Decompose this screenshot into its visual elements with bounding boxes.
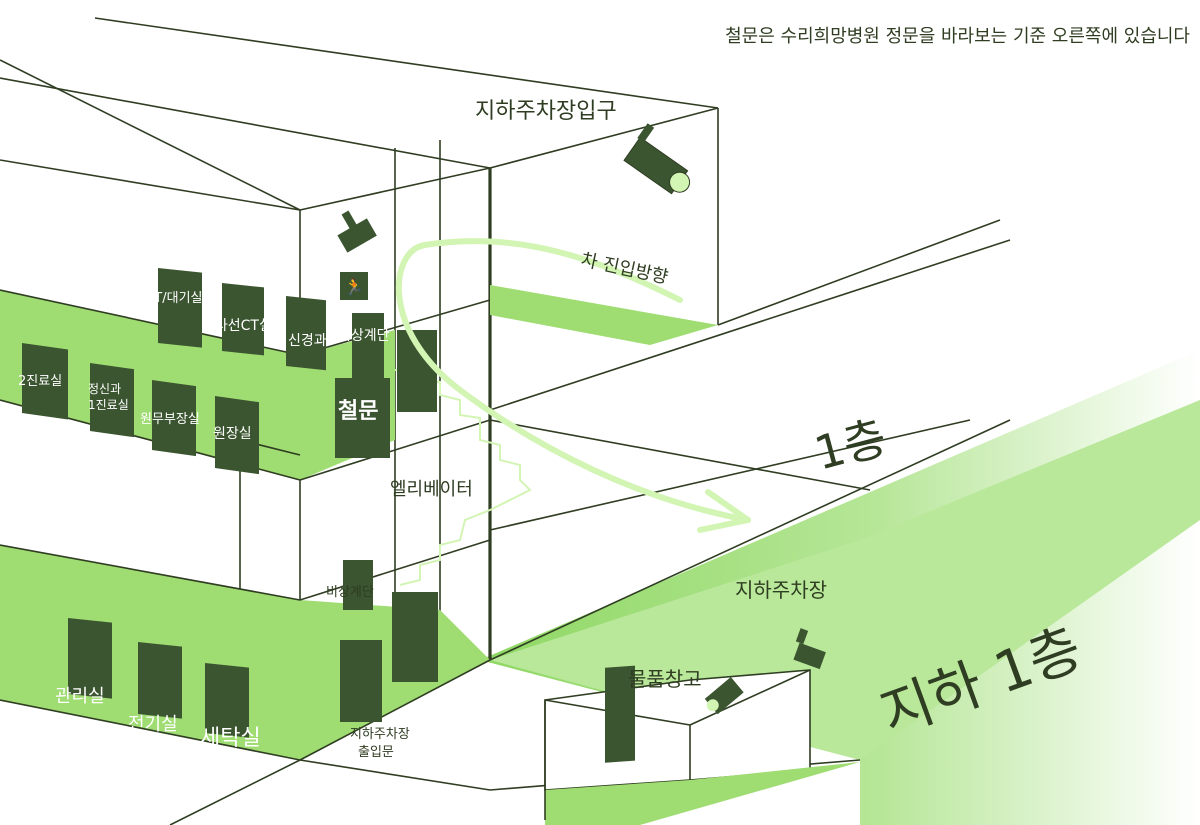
car-direction-label: 차 진입방향 (579, 249, 670, 288)
elevator-door-lower (392, 592, 438, 682)
vice-director-label: 원무부장실 (140, 412, 200, 427)
radiology-room-label: 방사선CT실 (202, 318, 272, 334)
upper-emergency-stairs-label: 비상계단 (338, 328, 390, 344)
neuro-room-label: 신경과 (288, 333, 327, 349)
storage-door (605, 665, 635, 763)
iron-door-label: 철문 (338, 399, 378, 424)
clinic2-label: 2진료실 (18, 374, 62, 389)
parking-door-line-2: 출입문 (358, 745, 394, 760)
first-floor-label: 1층 (809, 410, 892, 481)
psych-label: 정신과 1진료실 (88, 382, 129, 412)
ect-room-label: ECT/대기실 (137, 291, 203, 306)
upper-doors (22, 268, 437, 475)
svg-text:🏃: 🏃 (344, 277, 364, 296)
security-camera-icon (337, 210, 377, 253)
lower-doors (68, 560, 438, 738)
psych-line-1: 정신과 (88, 382, 121, 396)
management-label: 관리실 (55, 686, 105, 707)
lower-emergency-stairs-label: 비상계단 (326, 585, 374, 600)
emergency-exit-icon: 🏃 (340, 272, 368, 300)
security-camera-icon (704, 677, 744, 715)
stairs-line (394, 369, 532, 586)
entrance-label: 지하주차장입구 (475, 99, 617, 124)
security-camera-icon (793, 628, 826, 670)
header-note: 철문은 수리희망병원 정문을 바라보는 기준 오른쪽에 있습니다 (725, 26, 1190, 47)
storage-label: 물품창고 (628, 667, 702, 691)
parking-label: 지하주차장 (735, 578, 827, 602)
arrow-head (697, 489, 751, 533)
parking-door-line-1: 지하주차장 (350, 727, 410, 742)
electrical-label: 전기실 (128, 714, 178, 735)
security-camera-icon (623, 123, 691, 195)
basement-ramp (490, 400, 1200, 760)
storage-room (544, 665, 860, 825)
director-label: 원장실 (213, 426, 252, 442)
laundry-label: 세탁실 (200, 726, 261, 751)
entrance-ramp (490, 285, 718, 345)
car-direction-arrow (395, 242, 751, 523)
psych-line-2: 1진료실 (88, 398, 129, 412)
elevator-label: 엘리베이터 (390, 479, 473, 500)
